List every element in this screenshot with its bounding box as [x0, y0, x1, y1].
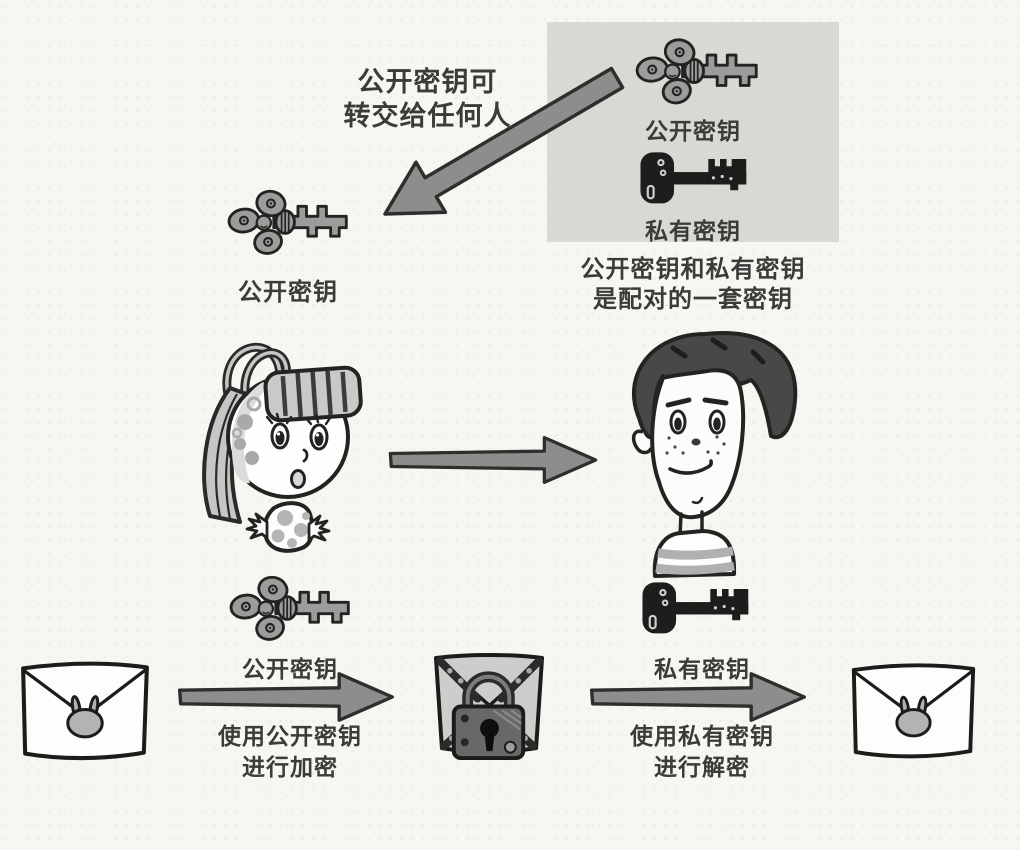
plain-envelope-icon [14, 658, 156, 764]
encrypt-step-line-2: 进行加密 [242, 755, 338, 781]
encrypt-step-line-1: 使用公开密钥 [218, 724, 362, 750]
handover-note-line-1: 公开密钥可 [357, 67, 498, 98]
girl-character [202, 342, 363, 553]
received-public-key-icon [224, 184, 352, 260]
decrypt-arrow-icon [580, 668, 816, 726]
encrypt-step-text: 使用公开密钥 进行加密 [192, 722, 388, 784]
key-pair-caption-line-1: 公开密钥和私有密钥 [580, 255, 806, 283]
handover-note: 公开密钥可 转交给任何人 [295, 66, 560, 134]
receiver-private-key-icon [638, 578, 752, 640]
locked-envelope-icon [433, 653, 545, 761]
diagonal-arrow-icon [383, 66, 625, 216]
send-arrow-icon [382, 432, 604, 488]
sender-public-key-label: 公开密钥 [242, 657, 338, 683]
encrypt-arrow-icon [168, 668, 404, 726]
key-pair-caption: 公开密钥和私有密钥 是配对的一套密钥 [532, 254, 854, 314]
decrypt-step-text: 使用私有密钥 进行解密 [604, 722, 800, 784]
public-key-label: 公开密钥 [645, 119, 741, 145]
key-pair-panel: 公开密钥 私有密钥 [547, 22, 839, 245]
receiver-private-key-label: 私有密钥 [654, 657, 750, 683]
public-key-icon [632, 34, 762, 108]
boy-character [631, 331, 798, 578]
key-pair-caption-line-2: 是配对的一套密钥 [593, 285, 793, 313]
private-key-icon [637, 148, 749, 210]
private-key-label: 私有密钥 [645, 219, 741, 245]
received-public-key-label: 公开密钥 [238, 278, 338, 306]
decrypted-envelope-icon [845, 658, 982, 764]
handover-note-line-2: 转交给任何人 [343, 101, 512, 132]
sender-public-key-icon [226, 572, 354, 644]
decrypt-step-line-2: 进行解密 [654, 755, 750, 781]
decrypt-step-line-1: 使用私有密钥 [630, 724, 774, 750]
